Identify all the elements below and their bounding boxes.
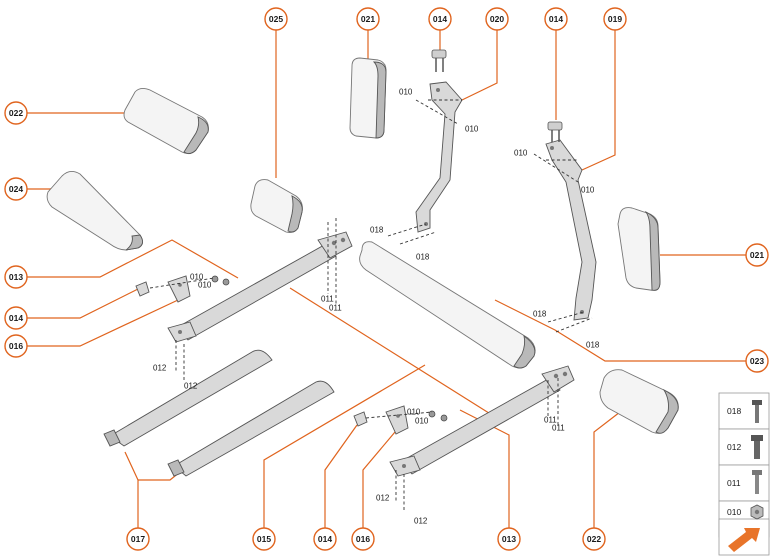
pad-025 <box>250 179 303 233</box>
clip-016-upper <box>135 275 230 303</box>
callout-014-left[interactable]: 014 <box>4 306 28 330</box>
legend-item-018: 018 <box>727 406 741 416</box>
callout-013-bottom[interactable]: 013 <box>497 527 521 551</box>
svg-text:020: 020 <box>490 14 504 24</box>
fastener-lines <box>149 99 593 510</box>
part-label: 010 <box>399 88 413 97</box>
callout-015[interactable]: 015 <box>252 527 276 551</box>
part-label: 018 <box>370 226 384 235</box>
svg-text:016: 016 <box>356 534 370 544</box>
strap-pair-017 <box>103 349 335 477</box>
callout-020[interactable]: 020 <box>485 7 509 31</box>
part-label: 010 <box>465 125 479 134</box>
part-label: 012 <box>414 517 428 526</box>
pad-022-top <box>123 87 209 155</box>
part-label: 011 <box>321 295 334 304</box>
part-label: 012 <box>376 494 390 503</box>
svg-text:021: 021 <box>361 14 375 24</box>
direction-arrow-icon <box>728 528 760 552</box>
part-label: 018 <box>533 310 547 319</box>
svg-text:014: 014 <box>549 14 563 24</box>
callout-013-left[interactable]: 013 <box>4 265 28 289</box>
bracket-020 <box>415 49 463 233</box>
bracket-019 <box>545 121 597 321</box>
pad-021-right <box>617 207 661 291</box>
part-label: 011 <box>552 424 565 433</box>
callout-014-bottom[interactable]: 014 <box>313 527 337 551</box>
callout-023[interactable]: 023 <box>745 349 769 373</box>
svg-text:013: 013 <box>9 272 23 282</box>
part-label: 010 <box>415 417 429 426</box>
part-label: 012 <box>153 364 167 373</box>
callout-022-left[interactable]: 022 <box>4 101 28 125</box>
callout-021-top[interactable]: 021 <box>356 7 380 31</box>
svg-text:025: 025 <box>269 14 283 24</box>
svg-text:016: 016 <box>9 341 23 351</box>
part-number-labels: 010 010 010 010 010 010 010 010 018 018 … <box>153 88 600 526</box>
part-label: 010 <box>514 149 528 158</box>
part-label: 018 <box>416 253 430 262</box>
svg-text:019: 019 <box>608 14 622 24</box>
svg-text:014: 014 <box>433 14 447 24</box>
fastener-legend: 018 012 011 010 <box>718 392 770 556</box>
part-label: 018 <box>586 341 600 350</box>
nut-010-icon <box>750 504 764 520</box>
legend-item-011: 011 <box>727 478 741 488</box>
part-label: 010 <box>198 281 212 290</box>
svg-text:022: 022 <box>587 534 601 544</box>
svg-text:022: 022 <box>9 108 23 118</box>
part-label: 010 <box>581 186 595 195</box>
callout-017[interactable]: 017 <box>126 527 150 551</box>
svg-text:014: 014 <box>318 534 332 544</box>
bolt-012-icon <box>751 435 763 459</box>
svg-text:013: 013 <box>502 534 516 544</box>
strap-upper <box>167 231 353 343</box>
callout-024[interactable]: 024 <box>4 177 28 201</box>
svg-text:023: 023 <box>750 356 764 366</box>
pad-021-top <box>349 57 387 139</box>
bolt-011-icon <box>752 470 762 494</box>
callout-022-bottom[interactable]: 022 <box>582 527 606 551</box>
pad-023-long <box>359 241 536 369</box>
leader-lines <box>26 30 756 538</box>
part-label: 011 <box>329 304 342 313</box>
legend-item-012: 012 <box>727 442 741 452</box>
pad-022-bottom <box>599 369 679 434</box>
svg-text:014: 014 <box>9 313 23 323</box>
callout-016-left[interactable]: 016 <box>4 334 28 358</box>
part-label: 012 <box>184 382 198 391</box>
pad-024-wedge <box>46 171 143 251</box>
callout-025[interactable]: 025 <box>264 7 288 31</box>
callout-021-right[interactable]: 021 <box>745 243 769 267</box>
clip-016-lower <box>353 405 448 435</box>
callout-019[interactable]: 019 <box>603 7 627 31</box>
svg-text:024: 024 <box>9 184 23 194</box>
part-label: 010 <box>190 273 204 282</box>
callout-014-top-right[interactable]: 014 <box>544 7 568 31</box>
svg-text:021: 021 <box>750 250 764 260</box>
part-label: 011 <box>544 416 557 425</box>
svg-text:017: 017 <box>131 534 145 544</box>
part-label: 010 <box>407 408 421 417</box>
callout-016-bottom[interactable]: 016 <box>351 527 375 551</box>
svg-text:015: 015 <box>257 534 271 544</box>
legend-item-010: 010 <box>727 507 741 517</box>
bolt-018-icon <box>752 400 762 423</box>
callout-014-top-left[interactable]: 014 <box>428 7 452 31</box>
